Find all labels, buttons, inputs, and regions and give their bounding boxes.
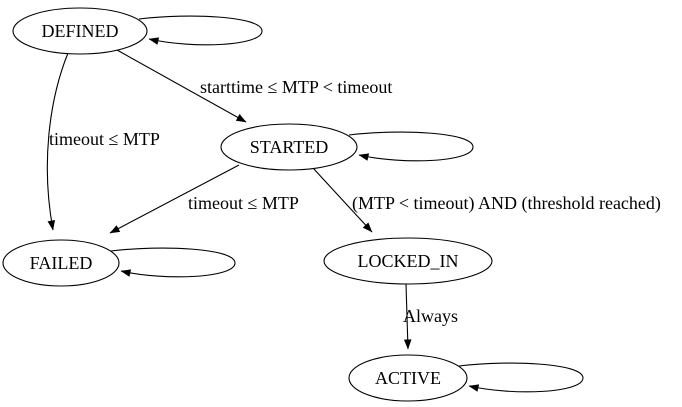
edge-started-to-locked_in xyxy=(312,167,373,233)
edge-locked_in-to-active xyxy=(403,283,412,350)
edge-label-started-to-locked_in: (MTP < timeout) AND (threshold reached) xyxy=(352,193,661,214)
state-label-defined: DEFINED xyxy=(42,21,119,41)
self-loop-started xyxy=(348,131,474,162)
state-label-failed: FAILED xyxy=(30,253,93,273)
state-node-locked_in xyxy=(323,237,493,285)
state-label-active: ACTIVE xyxy=(375,368,441,388)
state-node-active xyxy=(348,354,468,402)
edge-defined-to-failed xyxy=(46,52,69,231)
edge-started-to-failed xyxy=(109,164,240,234)
self-loop-active xyxy=(458,362,584,393)
state-node-failed xyxy=(2,239,120,287)
state-label-started: STARTED xyxy=(250,137,328,157)
edge-defined-to-started xyxy=(116,49,247,123)
edge-label-defined-to-failed: timeout ≤ MTP xyxy=(49,129,160,149)
state-node-defined xyxy=(12,7,148,55)
self-loop-failed xyxy=(110,247,236,278)
edge-label-defined-to-started: starttime ≤ MTP < timeout xyxy=(200,77,392,97)
edge-label-started-to-failed: timeout ≤ MTP xyxy=(188,193,299,213)
state-node-started xyxy=(220,123,358,171)
edge-label-locked_in-to-active: Always xyxy=(403,306,458,326)
self-loop-defined xyxy=(138,15,263,46)
state-label-locked_in: LOCKED_IN xyxy=(358,251,459,271)
